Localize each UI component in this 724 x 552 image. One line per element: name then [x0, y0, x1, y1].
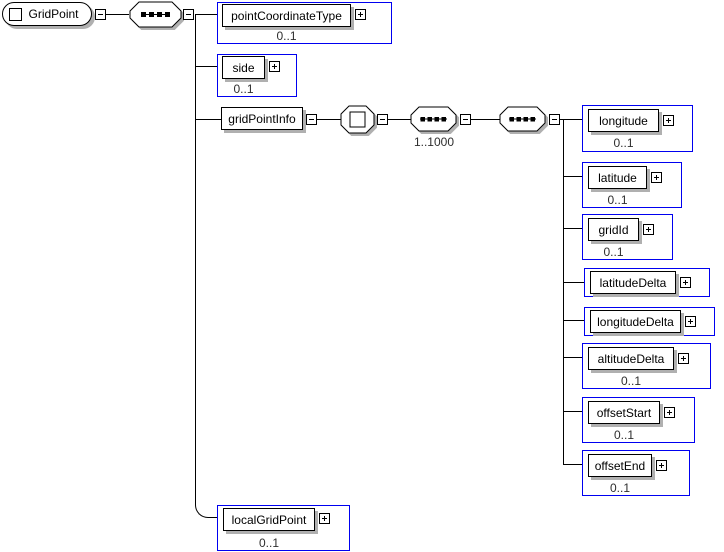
element-frame-localgridpoint: localGridPoint 0..1	[217, 505, 350, 551]
element-label: longitudeDelta	[597, 314, 674, 329]
expand-icon[interactable]	[355, 9, 366, 20]
occurrence-label: 1..1000	[413, 135, 455, 149]
element-label: gridPointInfo	[228, 111, 296, 126]
connector-line	[563, 228, 588, 229]
element-longitude[interactable]: longitude	[588, 109, 659, 132]
connector-line	[563, 320, 590, 321]
element-frame-longitudedelta: longitudeDelta	[584, 307, 715, 336]
element-offsetend[interactable]: offsetEnd	[588, 454, 652, 477]
element-localgridpoint[interactable]: localGridPoint	[223, 508, 315, 531]
occurrence-label: 0..1	[613, 136, 634, 150]
occurrence-label: 0..1	[620, 374, 641, 388]
element-label: offsetEnd	[594, 458, 646, 473]
expand-icon[interactable]	[643, 224, 654, 235]
element-latitude[interactable]: latitude	[588, 166, 647, 189]
element-label: localGridPoint	[231, 512, 307, 527]
element-frame-gridid: gridId 0..1	[582, 214, 673, 260]
element-frame-latitude: latitude 0..1	[582, 162, 682, 208]
collapse-icon[interactable]	[377, 114, 388, 125]
sequence-compositor-icon[interactable]	[499, 106, 550, 136]
element-label: offsetStart	[596, 405, 652, 420]
connector-line	[195, 14, 221, 15]
connector-line	[563, 119, 588, 120]
collapse-icon[interactable]	[460, 114, 471, 125]
element-frame-offsetstart: offsetStart 0..1	[582, 397, 695, 443]
connector-line	[560, 119, 564, 120]
element-label: latitudeDelta	[599, 275, 667, 290]
expand-icon[interactable]	[664, 407, 675, 418]
element-label: pointCoordinateType	[231, 8, 342, 23]
element-label: altitudeDelta	[597, 351, 665, 366]
element-frame-side: side 0..1	[217, 54, 297, 97]
connector-line	[563, 357, 588, 358]
element-side[interactable]: side	[222, 56, 265, 79]
occurrence-label: 0..1	[609, 481, 630, 495]
collapse-icon[interactable]	[549, 114, 560, 125]
sequence-compositor-icon[interactable]	[410, 106, 461, 136]
connector-line	[471, 119, 500, 120]
collapse-icon[interactable]	[95, 9, 106, 20]
expand-icon[interactable]	[656, 460, 667, 471]
element-frame-longitude: longitude 0..1	[582, 105, 693, 152]
connector-line	[195, 14, 196, 491]
collapse-icon[interactable]	[306, 114, 317, 125]
element-label: gridId	[598, 222, 629, 237]
occurrence-label: 0..1	[276, 29, 297, 43]
element-label: latitude	[598, 170, 637, 185]
expand-icon[interactable]	[651, 172, 662, 183]
collapse-icon[interactable]	[183, 9, 194, 20]
element-frame-pointcoordinatetype: pointCoordinateType 0..1	[217, 2, 392, 44]
occurrence-label: 0..1	[603, 245, 624, 259]
connector-line	[563, 119, 564, 465]
expand-icon[interactable]	[680, 277, 691, 288]
expand-icon[interactable]	[685, 316, 696, 327]
expand-icon[interactable]	[269, 61, 280, 72]
element-label: side	[232, 60, 255, 75]
connector-curve	[195, 491, 222, 518]
element-square-icon	[9, 7, 22, 21]
occurrence-label: 0..1	[258, 536, 279, 550]
connector-line	[317, 119, 341, 120]
element-pointcoordinatetype[interactable]: pointCoordinateType	[222, 4, 351, 27]
element-gridid[interactable]: gridId	[588, 218, 639, 241]
sequence-compositor-icon[interactable]	[129, 1, 185, 31]
element-frame-altitudedelta: altitudeDelta 0..1	[582, 343, 711, 389]
root-element-gridpoint[interactable]: GridPoint	[2, 2, 92, 26]
connector-line	[195, 119, 221, 120]
occurrence-label: 0..1	[607, 193, 628, 207]
occurrence-label: 0..1	[613, 428, 634, 442]
connector-line	[563, 176, 588, 177]
expand-icon[interactable]	[319, 513, 330, 524]
element-longitudedelta[interactable]: longitudeDelta	[590, 310, 681, 333]
all-compositor-icon[interactable]	[340, 105, 378, 137]
element-altitudedelta[interactable]: altitudeDelta	[588, 347, 674, 370]
connector-line	[563, 411, 588, 412]
connector-line	[106, 14, 129, 15]
element-gridpointinfo[interactable]: gridPointInfo	[221, 107, 303, 130]
root-element-label: GridPoint	[28, 7, 79, 21]
connector-line	[388, 119, 411, 120]
element-offsetstart[interactable]: offsetStart	[588, 401, 660, 424]
connector-line	[195, 66, 221, 67]
connector-line	[563, 282, 590, 283]
connector-line	[563, 464, 588, 465]
occurrence-label: 0..1	[233, 82, 254, 96]
element-frame-latitudedelta: latitudeDelta	[584, 268, 710, 297]
expand-icon[interactable]	[678, 353, 689, 364]
element-latitudedelta[interactable]: latitudeDelta	[590, 271, 676, 294]
expand-icon[interactable]	[663, 115, 674, 126]
element-label: longitude	[599, 113, 648, 128]
element-frame-offsetend: offsetEnd 0..1	[582, 450, 690, 496]
